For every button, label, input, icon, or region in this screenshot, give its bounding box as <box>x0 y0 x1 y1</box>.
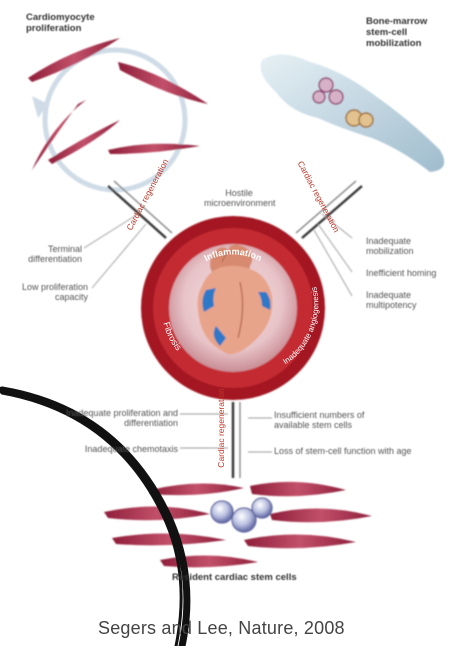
barrier-low-proliferation: Low proliferation capacity <box>18 282 88 302</box>
barrier-inadequate-chemotaxis: Inadequate chemotaxis <box>54 444 178 454</box>
muscle-cell <box>112 533 226 545</box>
barrier-inadequate-proliferation: Inadequate proliferation and differentia… <box>46 408 178 428</box>
muscle-cell <box>250 482 346 496</box>
title-bone-marrow-mobilization: Bone-marrow stem-cell mobilization <box>366 16 446 49</box>
stem-cell <box>252 498 272 518</box>
barrier-inadequate-multipotency: Inadequate multipotency <box>366 290 441 310</box>
muscle-cell <box>270 508 372 522</box>
citation-credit: Segers and Lee, Nature, 2008 <box>98 618 345 639</box>
title-resident-cardiac-stem-cells: Resident cardiac stem cells <box>172 572 352 583</box>
label-hostile-microenvironment: Hostile microenvironment <box>204 188 274 208</box>
barrier-loss-of-function: Loss of stem-cell function with age <box>274 446 454 456</box>
stem-cell <box>313 91 325 103</box>
bone-illustration <box>261 54 445 172</box>
barrier-insufficient-numbers: Insufficient numbers of available stem c… <box>274 410 374 430</box>
barrier-terminal-differentiation: Terminal differentiation <box>22 244 82 264</box>
stem-cell <box>211 501 233 523</box>
muscle-cell <box>244 534 356 548</box>
stem-cell <box>319 78 333 92</box>
regeneration-label-bottom: Cardiac regeneration <box>216 388 226 468</box>
cardiomyocyte-cycle <box>28 38 208 190</box>
stem-cell <box>359 113 373 127</box>
resident-cells <box>104 482 372 567</box>
muscle-cell <box>108 144 200 154</box>
title-cardiomyocyte-proliferation: Cardiomyocyte proliferation <box>26 12 126 34</box>
stem-cell <box>329 90 343 104</box>
barrier-inadequate-mobilization: Inadequate mobilization <box>366 236 441 256</box>
muscle-cell <box>104 506 210 520</box>
connector-bottom <box>233 402 240 478</box>
muscle-cell <box>28 38 120 82</box>
muscle-cell <box>160 555 258 567</box>
barrier-inefficient-homing: Inefficient homing <box>366 268 458 278</box>
muscle-cell <box>150 483 244 495</box>
